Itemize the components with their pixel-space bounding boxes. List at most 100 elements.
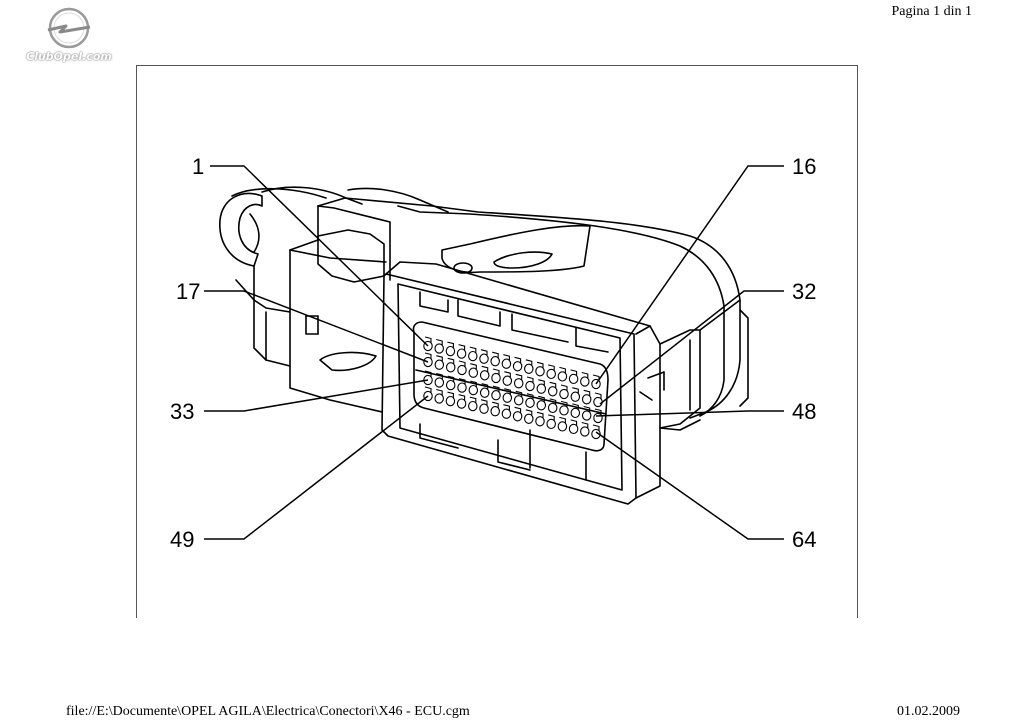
pin-cavity [436,355,443,362]
cable-boot [219,192,263,267]
pin-socket [490,406,500,417]
pin-cavity [436,388,443,395]
pin-cavity [548,414,555,421]
pin-cavity [447,357,455,364]
pin-socket [445,345,456,357]
pin-socket [491,390,501,401]
leader-line-33 [204,379,429,412]
pin-cavity [436,338,443,345]
drawing-frame [136,65,858,618]
club-opel-logo: ClubOpel.com [14,6,124,68]
pin-socket [568,373,579,385]
file-path: file://E:\Documente\OPEL AGILA\Electrica… [66,704,470,719]
pin-cavity [447,375,455,382]
pin-cavity [515,390,523,397]
pin-cavity [581,421,589,428]
pin-socket [445,395,456,407]
pin-socket [501,408,512,419]
housing-top [317,197,741,419]
pin-socket [479,353,489,364]
pin-label-64: 64 [792,527,816,552]
pin-cavity [570,369,578,376]
pin-cavity [436,372,443,379]
pin-cavity [504,371,511,378]
pin-socket [512,411,523,422]
pin-socket [580,426,590,437]
print-date: 01.02.2009 [897,704,960,719]
pin-socket [525,380,535,392]
pin-cavity [560,400,568,407]
pin-socket [513,378,524,389]
pin-socket [434,377,445,388]
leader-line-49 [204,395,429,540]
pin-socket [456,348,467,359]
pin-cavity [492,351,499,358]
pin-socket [525,397,535,408]
opel-logo-icon [47,7,91,49]
pin-socket [502,392,513,403]
pin-socket [445,362,456,373]
pin-cavity [503,404,510,411]
pin-socket [468,367,479,378]
pin-socket [491,372,501,384]
pin-socket [457,364,467,376]
pin-cavity [469,346,477,353]
pin-cavity [447,341,454,348]
leader-line-17 [204,290,429,363]
pin-socket [456,398,467,409]
pin-socket [502,375,513,386]
pin-socket [434,393,444,404]
pin-cavity [492,385,500,392]
pin-cavity [536,411,544,418]
pin-socket [557,421,568,432]
pin-socket [468,350,478,362]
pin-socket [559,388,569,400]
pin-cavity [536,361,544,368]
pin-socket [468,400,478,412]
pin-cavity [424,336,432,343]
pin-cavity [538,395,545,402]
pin-socket [591,428,601,440]
leader-line-1 [210,165,429,347]
pin-cavity [525,409,533,416]
pin-socket [546,418,556,430]
pin-cavity [549,398,557,405]
pin-label-49: 49 [170,527,194,552]
pin-cavity [424,370,432,377]
pin-socket [468,384,479,396]
pin-socket [445,379,456,391]
pin-socket [557,371,568,382]
pin-cavity [458,394,466,401]
pin-cavity [583,389,591,396]
pin-socket [547,386,558,397]
pin-socket [559,405,569,416]
pin-socket [479,370,490,381]
pin-socket [547,402,558,414]
pin-label-16: 16 [792,154,816,179]
pin-socket [524,363,534,374]
pin-cavity [504,388,511,395]
pin-cavity [583,405,591,412]
latch-plate [441,224,591,274]
pin-socket [570,391,581,402]
pin-cavity [515,373,523,380]
pin-socket [568,423,579,435]
pin-label-1: 1 [192,154,204,179]
pin-socket [501,358,512,369]
leader-line-32 [599,290,784,405]
pin-cavity [525,359,533,366]
pin-cavity [559,366,566,373]
pin-cavity [581,371,589,378]
pin-cavity [458,378,466,385]
pin-socket [570,407,581,419]
pin-label-33: 33 [170,399,194,424]
pin-cavity [480,349,488,356]
pin-cavity [548,364,555,371]
leader-line-48 [595,410,784,417]
front-face-inner [397,283,623,491]
pin-cavity [526,376,534,383]
pin-cavity [470,363,477,370]
pin-socket [535,366,545,377]
pin-label-48: 48 [792,399,816,424]
pin-socket [479,403,489,414]
